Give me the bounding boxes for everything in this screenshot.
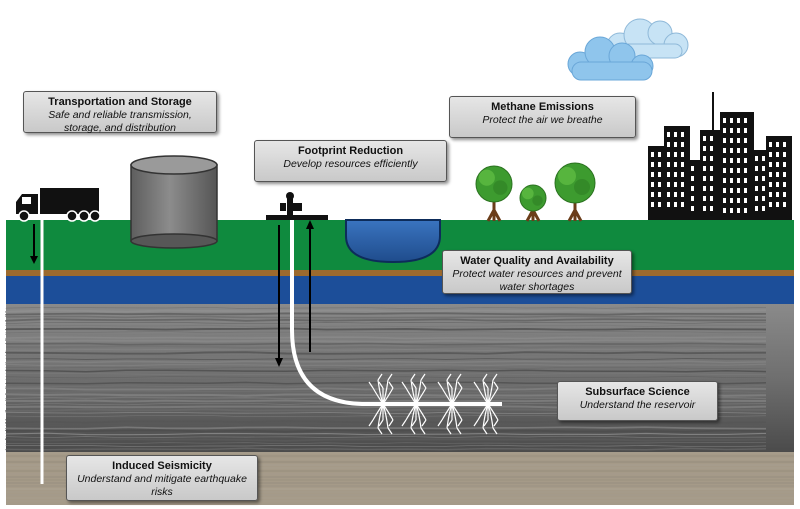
subsurface-science-title: Subsurface Science [585,386,690,398]
water-pond-icon [345,219,441,264]
footprint-reduction-description: Develop resources efficiently [283,158,418,170]
tree-icon [554,162,596,222]
fracture-icon [401,373,427,435]
tree-icon [475,165,513,222]
footprint-reduction-callout: Footprint Reduction Develop resources ef… [254,140,447,182]
storage-tank-icon [130,155,218,249]
induced-seismicity-callout: Induced Seismicity Understand and mitiga… [66,455,258,501]
transportation-storage-title: Transportation and Storage [48,96,192,108]
aquifer-layer [6,276,794,304]
water-quality-title: Water Quality and Availability [460,255,614,267]
tree-icon [519,184,547,222]
soil-line [6,270,794,276]
drilling-rig-icon [266,192,328,220]
subsurface-science-callout: Subsurface Science Understand the reserv… [557,381,718,421]
methane-emissions-callout: Methane Emissions Protect the air we bre… [449,96,636,138]
subsurface-science-description: Understand the reservoir [579,399,696,411]
city-skyline-icon [648,92,792,220]
fracture-icon [473,373,499,435]
fracture-group [368,373,499,435]
water-quality-description: Protect water resources and prevent wate… [452,268,622,293]
transportation-storage-description: Safe and reliable transmission, storage,… [48,109,192,134]
methane-emissions-title: Methane Emissions [491,101,594,113]
fracture-icon [437,373,463,435]
water-quality-callout: Water Quality and Availability Protect w… [442,250,632,294]
induced-seismicity-title: Induced Seismicity [112,460,212,472]
footprint-reduction-title: Footprint Reduction [297,145,404,157]
fracture-icon [368,373,394,435]
transportation-storage-callout: Transportation and Storage Safe and reli… [23,91,217,134]
cloud-icon [567,18,689,81]
horizontal-wellbore [290,220,502,406]
truck-icon [16,188,101,222]
induced-seismicity-description: Understand and mitigate earthquake risks [77,473,247,498]
methane-emissions-description: Protect the air we breathe [482,114,603,126]
